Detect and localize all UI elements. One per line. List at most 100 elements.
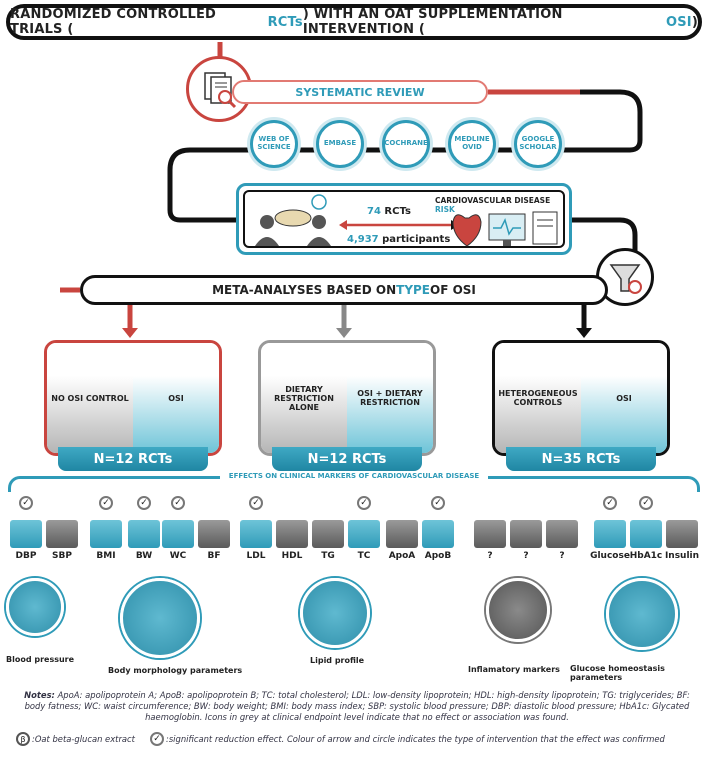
title-text-1: RANDOMIZED CONTROLLED TRIALS ( (10, 7, 217, 37)
panel-dietary-left: DIETARY RESTRICTION ALONE (261, 343, 347, 453)
reduction-check-icon: ✓ (431, 496, 445, 510)
reduction-check-icon: ✓ (171, 496, 185, 510)
marker-icon (128, 520, 160, 548)
marker-icon (312, 520, 344, 548)
lipid-profile-circle (300, 578, 370, 648)
marker-icon (386, 520, 418, 548)
panel-no-osi-right-label: OSI (168, 393, 184, 403)
body-morphology-circle (120, 578, 200, 658)
double-arrow-icon (339, 220, 459, 230)
marker-label: LDL (246, 551, 266, 561)
meta-text-2: OF OSI (430, 283, 476, 297)
rct-count: 74 (367, 206, 381, 217)
notes-heading: Notes: (24, 690, 55, 700)
marker-label: ApoB (424, 551, 452, 561)
rct-count-row: 74 RCTs (367, 206, 411, 217)
participants-row: 4,937 participants (347, 234, 450, 245)
panel-dietary-left-label: DIETARY RESTRICTION ALONE (274, 384, 334, 412)
category-lipid-profile: Lipid profile (310, 656, 365, 665)
panel-dietary-right-label: OSI + DIETARY RESTRICTION (357, 389, 423, 407)
marker-icon (422, 520, 454, 548)
database-medline-ovid: MEDLINE OVID (448, 120, 496, 168)
marker-icon (510, 520, 542, 548)
meta-analyses-label: META-ANALYSES BASED ON TYPE OF OSI (80, 275, 608, 305)
reduction-check-icon: ✓ (639, 496, 653, 510)
beta-glucan-legend-text: :Oat beta-glucan extract (32, 734, 135, 744)
marker-label: DBP (15, 551, 37, 561)
marker-label: Insulin (664, 551, 700, 561)
meta-type: TYPE (396, 283, 431, 297)
marker-icon (46, 520, 78, 548)
panel-heterogeneous-left-label: HETEROGENEOUS CONTROLS (498, 389, 578, 407)
marker-icon (90, 520, 122, 548)
panel-dietary-n: N=12 RCTs (272, 447, 422, 471)
rct-summary-box: 74 RCTs 4,937 participants CARDIOVASCULA… (236, 183, 572, 255)
marker-icon (198, 520, 230, 548)
title-text-2: ) WITH AN OAT SUPPLEMENTATION INTERVENTI… (302, 7, 563, 37)
reduction-legend-text: :significant reduction effect. Colour of… (166, 734, 665, 744)
marker-icon (546, 520, 578, 548)
marker-icon (474, 520, 506, 548)
database-google-scholar: GOOGLE SCHOLAR (514, 120, 562, 168)
marker-label: SBP (52, 551, 72, 561)
marker-label: HDL (281, 551, 303, 561)
database-web-of-science: WEB OF SCIENCE (250, 120, 298, 168)
glucose-circle (606, 578, 678, 650)
reduction-check-icon: ✓ (150, 732, 164, 746)
marker-label: TG (321, 551, 335, 561)
panel-no-osi-left: NO OSI CONTROL (47, 343, 133, 453)
rct-summary-inner (243, 190, 565, 248)
database-embase: EMBASE (316, 120, 364, 168)
reduction-check-icon: ✓ (357, 496, 371, 510)
participants-icon (255, 194, 331, 246)
rct-count-label: RCTs (384, 206, 411, 217)
marker-label: ? (559, 551, 565, 561)
panel-heterogeneous-right-label: OSI (616, 393, 632, 403)
marker-icon (10, 520, 42, 548)
panel-dietary: DIETARY RESTRICTION ALONE OSI + DIETARY … (258, 340, 436, 456)
heart-monitor-icon (452, 211, 558, 247)
marker-icon (630, 520, 662, 548)
marker-label: BF (207, 551, 221, 561)
category-glucose: Glucose homeostasis parameters (570, 664, 665, 682)
notes-text: Notes: ApoA: apolipoprotein A; ApoB: apo… (14, 690, 700, 723)
marker-label: ? (487, 551, 493, 561)
reduction-check-icon: ✓ (137, 496, 151, 510)
title-text-3: ) (691, 14, 698, 30)
panel-no-osi-right: OSI (133, 343, 219, 453)
category-inflammatory: Inflamatory markers (468, 665, 560, 674)
cvd-risk-label: CARDIOVASCULAR DISEASE RISK (435, 196, 569, 214)
category-body-morphology: Body morphology parameters (108, 666, 243, 675)
participants-count: 4,937 (347, 234, 379, 245)
notes-body: ApoA: apolipoprotein A; ApoB: apolipopro… (24, 690, 690, 722)
risk-label: RISK (435, 205, 455, 214)
marker-label: HbA1c (629, 551, 663, 561)
category-blood-pressure: Blood pressure (6, 655, 75, 664)
panel-heterogeneous-n: N=35 RCTs (506, 447, 656, 471)
marker-label: BMI (96, 551, 116, 561)
marker-label: BW (135, 551, 153, 561)
reduction-legend: ✓ :significant reduction effect. Colour … (150, 732, 665, 746)
meta-text-1: META-ANALYSES BASED ON (212, 283, 397, 297)
systematic-review-label: SYSTEMATIC REVIEW (232, 80, 488, 104)
marker-icon (594, 520, 626, 548)
panel-no-osi: NO OSI CONTROL OSI (44, 340, 222, 456)
title-rcts: RCTs (267, 14, 303, 30)
title-osi: OSI (665, 14, 692, 30)
panel-dietary-right: OSI + DIETARY RESTRICTION (347, 343, 433, 453)
effects-title: EFFECTS ON CLINICAL MARKERS OF CARDIOVAS… (220, 472, 488, 480)
beta-glucan-legend: β :Oat beta-glucan extract (16, 732, 135, 746)
panel-no-osi-n: N=12 RCTs (58, 447, 208, 471)
reduction-check-icon: ✓ (99, 496, 113, 510)
reduction-check-icon: ✓ (249, 496, 263, 510)
reduction-check-icon: ✓ (603, 496, 617, 510)
marker-label: Glucose (590, 551, 630, 561)
marker-icon (240, 520, 272, 548)
beta-glucan-icon: β (16, 732, 30, 746)
marker-label: WC (169, 551, 187, 561)
marker-label: ApoA (388, 551, 416, 561)
panel-heterogeneous-right: OSI (581, 343, 667, 453)
inflammatory-circle (486, 578, 550, 642)
marker-label: TC (357, 551, 371, 561)
cvd-label: CARDIOVASCULAR DISEASE (435, 196, 551, 205)
